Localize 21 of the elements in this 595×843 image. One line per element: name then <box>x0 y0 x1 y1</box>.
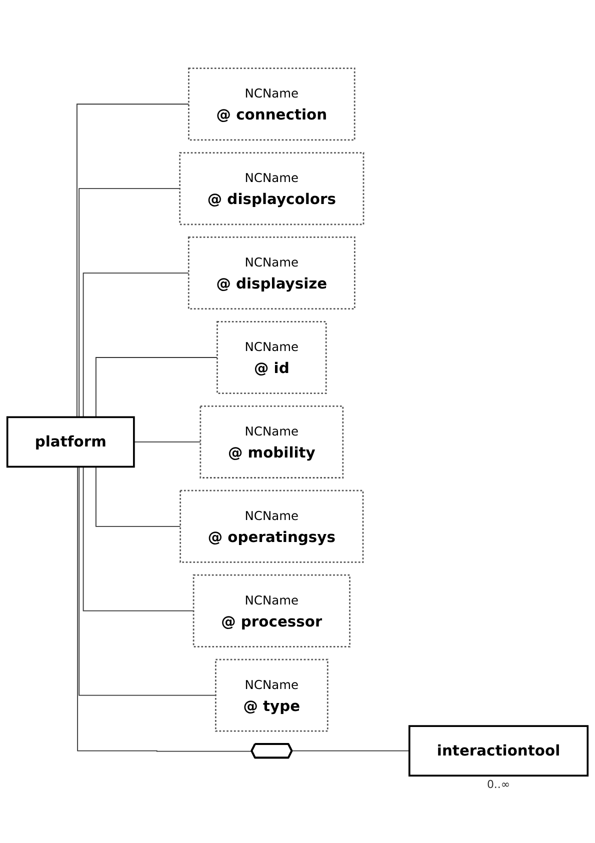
node-box: NCName @ operatingsys <box>180 489 364 562</box>
connector <box>82 272 190 418</box>
node-box: NCName @ displaycolors <box>179 152 364 225</box>
connector <box>78 188 180 418</box>
connector <box>78 466 216 696</box>
node-box: NCName @ processor <box>192 574 350 647</box>
connector <box>76 103 190 418</box>
node-box: NCName @ displaysize <box>188 236 356 310</box>
connector <box>133 441 201 442</box>
connector <box>96 356 218 418</box>
node-box: interactiontool <box>408 724 589 776</box>
multiplicity-label: 0..∞ <box>486 778 512 792</box>
node-box: NCName @ mobility <box>200 404 344 478</box>
connector <box>77 466 252 752</box>
connector <box>96 466 181 526</box>
node-box: NCName @ id <box>216 320 327 394</box>
node-box: NCName @ connection <box>188 67 356 140</box>
node-box: platform <box>6 416 135 468</box>
node-box: NCName @ type <box>215 658 328 732</box>
connector <box>82 466 194 611</box>
connector <box>292 750 410 752</box>
